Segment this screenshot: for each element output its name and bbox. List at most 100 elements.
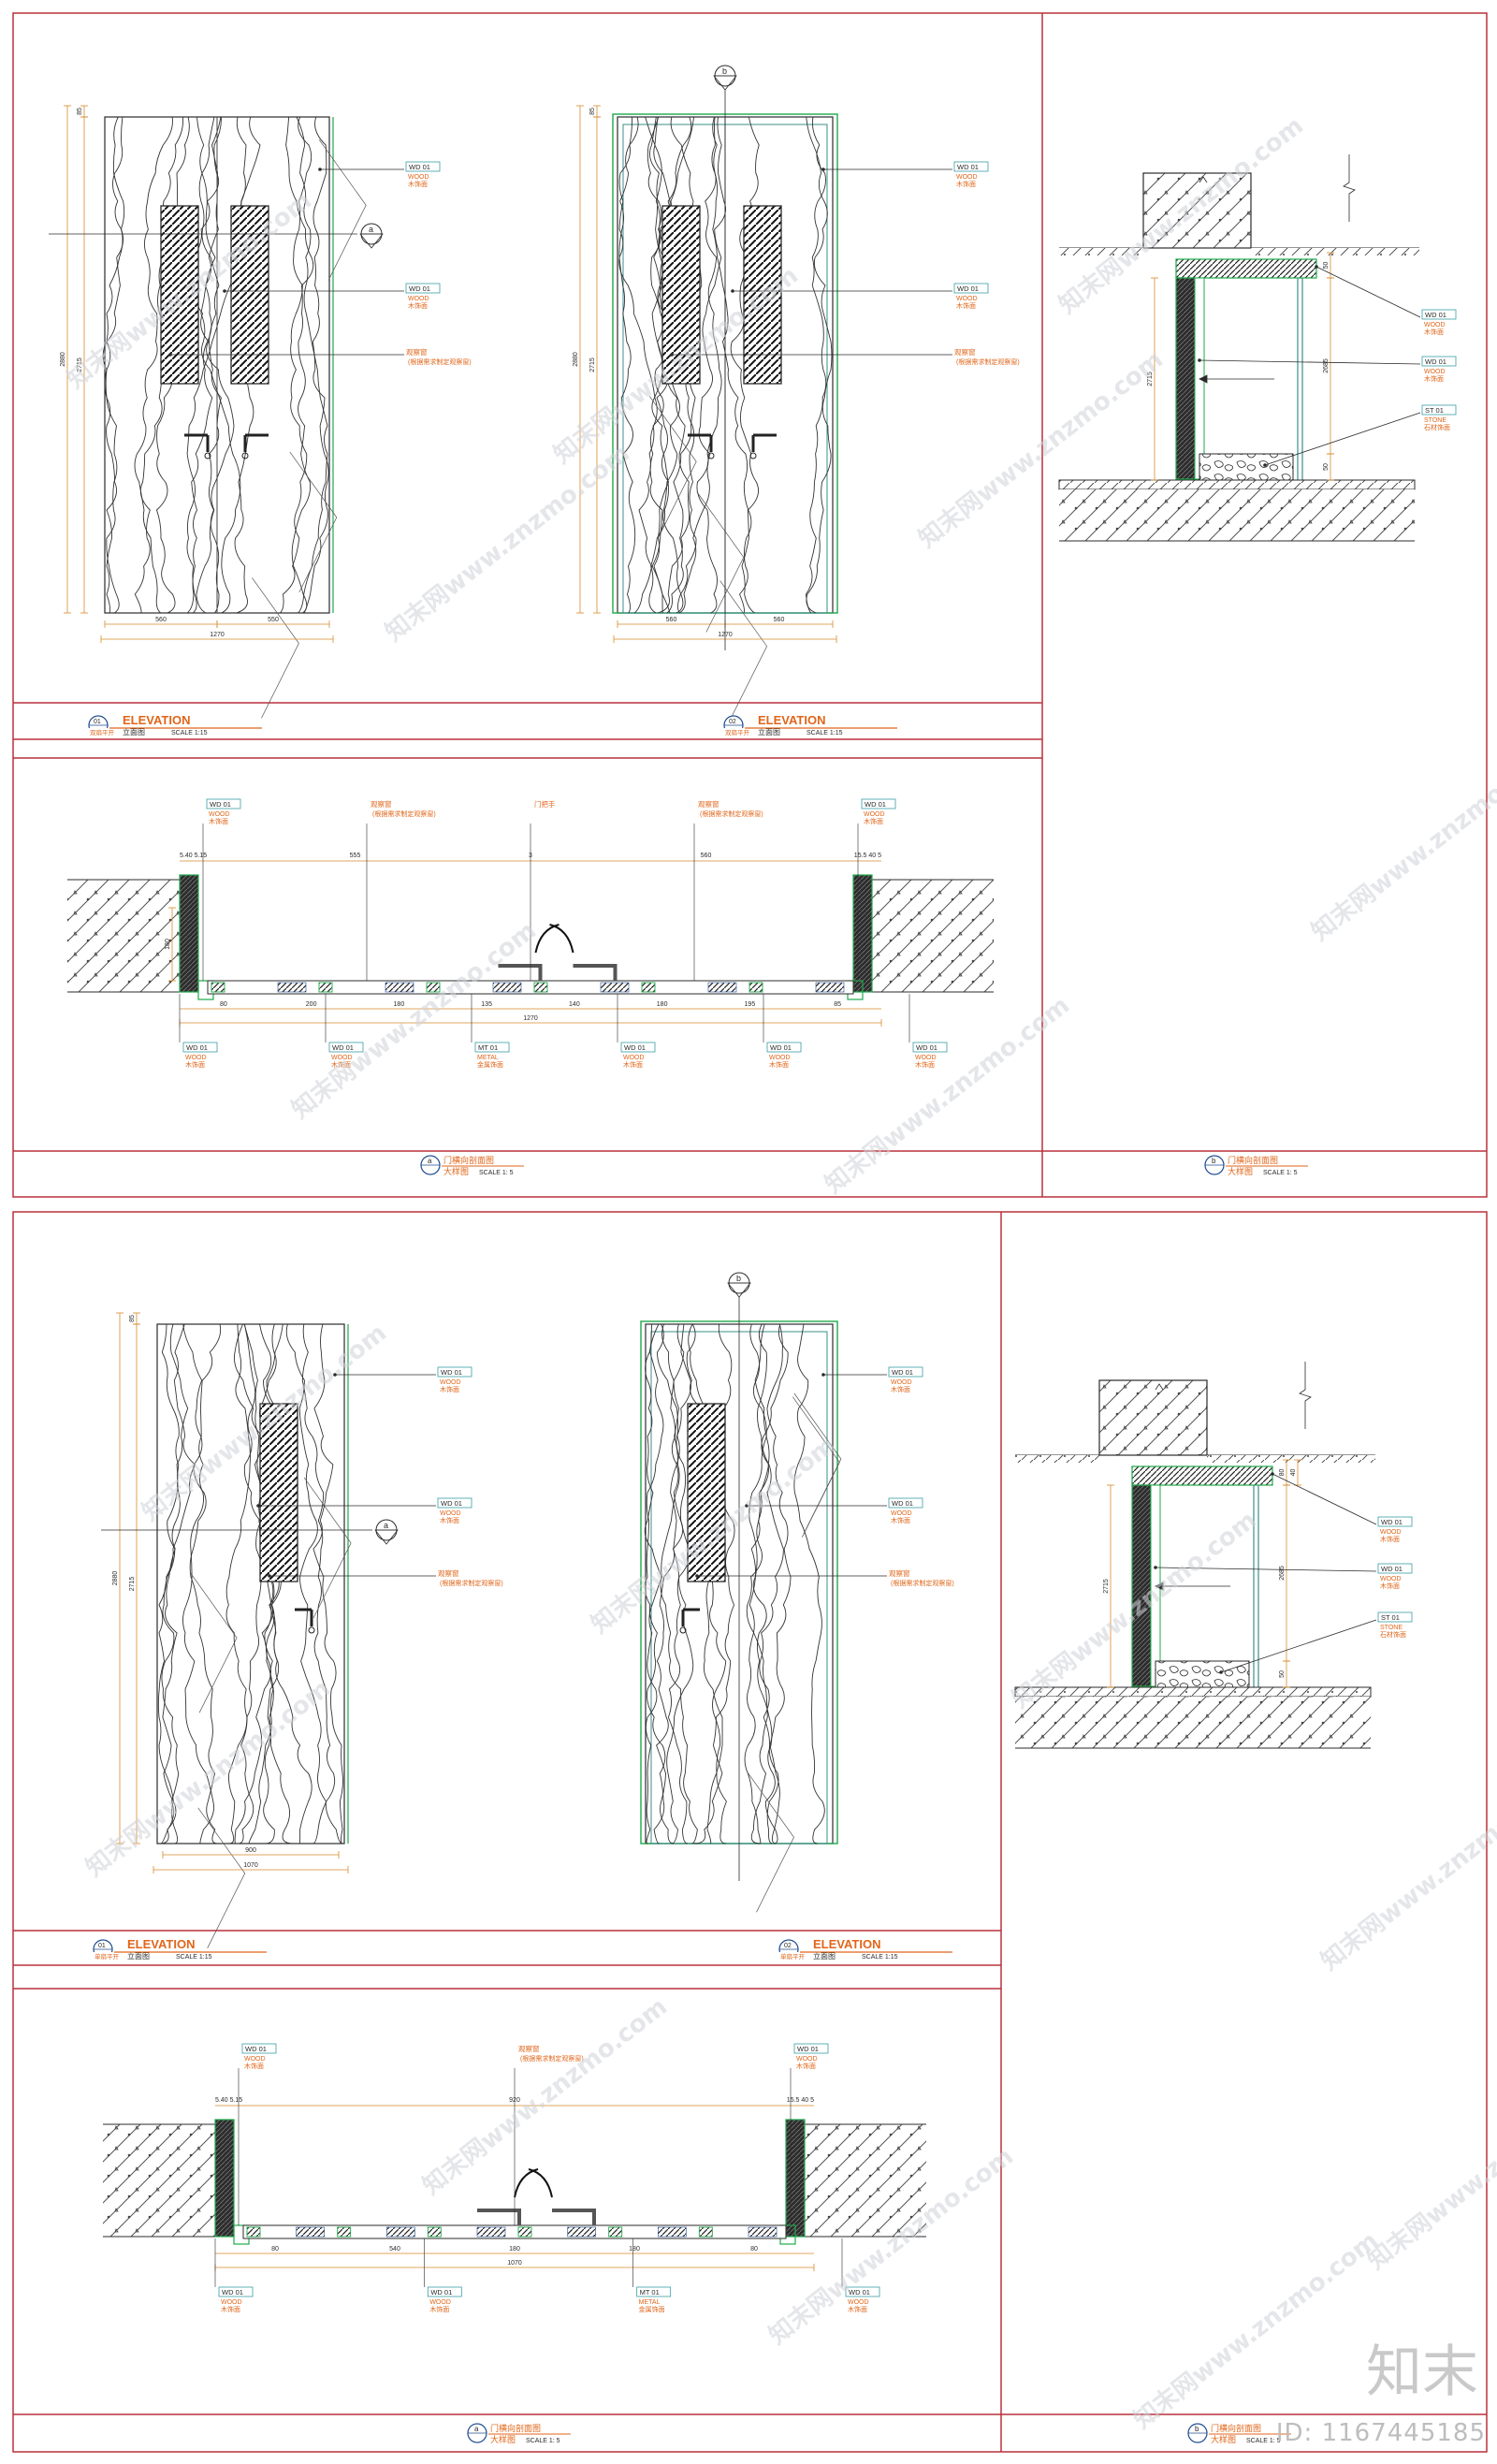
tag-cn: 金属饰面 <box>639 2305 665 2313</box>
dim-label: 50 <box>1323 262 1330 270</box>
callout-dot <box>333 1373 337 1377</box>
wood-grain-line <box>280 116 312 614</box>
tag-code: MT 01 <box>640 2288 660 2296</box>
tag-box <box>1421 356 1457 367</box>
title-cn: 立面图 <box>758 727 780 736</box>
tag-en: WOOD <box>796 2056 818 2063</box>
title-text: 门横向剖面图 <box>443 1155 494 1165</box>
tag-en: WOOD <box>440 1510 461 1517</box>
tag-en: WOOD <box>408 174 429 181</box>
wood-grain-line <box>678 116 726 614</box>
break-mark <box>1299 1362 1312 1429</box>
tag-en: WOOD <box>1380 1529 1402 1536</box>
title-scale: SCALE 1:15 <box>171 730 208 736</box>
leaf-glass-block <box>748 2226 778 2238</box>
tag-cn: 木饰面 <box>244 2062 264 2070</box>
handle-lock <box>204 452 211 459</box>
dim-label: 80 <box>271 2246 279 2253</box>
tag-box <box>1421 309 1457 320</box>
dim-label: 1070 <box>243 1862 258 1869</box>
wood-grain-line <box>285 1323 343 1844</box>
tag-cn: 木饰面 <box>209 817 228 825</box>
callout-leader <box>1155 1567 1377 1572</box>
leaf-core-block <box>698 2226 713 2238</box>
dim-label: 180 <box>394 1001 405 1008</box>
dim-label: 560 <box>701 853 712 859</box>
wood-grain-line <box>696 491 745 633</box>
wood-grain-line <box>730 116 760 614</box>
dim-label: 2880 <box>573 352 579 367</box>
tag-cn: 石材饰面 <box>1424 423 1450 431</box>
tag-code: WD 01 <box>849 2288 870 2296</box>
dim-label: 135 <box>481 1001 492 1008</box>
tag-code: WD 01 <box>210 800 231 809</box>
ceiling-finish <box>1015 1455 1099 1463</box>
wood-grain-line <box>243 1323 312 1844</box>
title-text: ELEVATION <box>758 713 825 727</box>
callout-leader <box>1264 412 1421 466</box>
image-id-label: ID: 1167445185 <box>1275 2419 1486 2447</box>
leaf-core-block <box>427 2226 442 2238</box>
dim-label: 2715 <box>1103 1579 1110 1594</box>
callout-dot <box>745 1504 748 1508</box>
door-swing <box>534 924 574 954</box>
wood-grain-line <box>793 1323 825 1844</box>
tag-code: WD 01 <box>892 1499 913 1508</box>
tag-box <box>474 1042 510 1053</box>
tag-en: WOOD <box>1424 369 1446 375</box>
tag-en: WOOD <box>408 296 429 302</box>
tag-box <box>241 2043 277 2054</box>
callout-dot <box>821 168 825 171</box>
section-marker-letter: a <box>369 225 373 234</box>
vision-panel <box>259 1403 298 1582</box>
callout-dot <box>268 1574 271 1578</box>
tag-code: WD 01 <box>409 284 430 293</box>
wood-grain-line <box>157 1323 196 1844</box>
tag-code: WD 01 <box>332 1043 354 1052</box>
tag-code: MT 01 <box>478 1043 498 1052</box>
dim-label: 180 <box>629 2246 640 2253</box>
subbadge-bg <box>89 728 113 736</box>
tag-en: WOOD <box>331 1055 353 1061</box>
subbadge-bg <box>779 1952 804 1960</box>
wood-grain-line <box>198 116 222 614</box>
break-mark <box>1343 154 1356 222</box>
dim-label: 85 <box>589 108 596 115</box>
section-arrow <box>1199 374 1274 384</box>
title-cn: 大样图 <box>1228 1166 1253 1176</box>
title-cn: 大样图 <box>490 2434 516 2444</box>
door-handle <box>243 433 269 452</box>
tag-box <box>845 2286 880 2297</box>
wood-grain-line <box>134 116 173 614</box>
wood-grain-line <box>296 116 328 614</box>
leaf-glass-block <box>815 982 845 993</box>
tag-code: 观察窗 <box>371 799 392 809</box>
tag-code: WD 01 <box>624 1043 646 1052</box>
leaf-glass-block <box>600 982 630 993</box>
tag-code: WD 01 <box>1425 357 1446 366</box>
leaf-core-block <box>211 982 225 993</box>
callout-dot <box>1271 1472 1274 1476</box>
dim-label: 560 <box>774 617 785 623</box>
vision-panel <box>160 205 199 385</box>
callout-dot <box>1315 265 1318 269</box>
leaf-glass-block <box>296 2226 325 2238</box>
tag-box <box>1377 1611 1413 1623</box>
floor-finish <box>1014 1686 1372 1698</box>
title-scale: SCALE 1: 5 <box>1263 1170 1298 1176</box>
tag-cn: 木饰面 <box>408 301 428 310</box>
tag-code: WD 01 <box>430 2288 452 2296</box>
leaf-glass-block <box>658 2226 687 2238</box>
vision-panel <box>743 205 782 385</box>
tag-cn: 木饰面 <box>891 1516 910 1524</box>
wood-grain-line <box>318 139 367 281</box>
dim-label: 550 <box>268 617 279 623</box>
tag-code: ST 01 <box>1381 1613 1400 1622</box>
tag-box <box>405 283 441 294</box>
leaf-glass-block <box>492 982 522 993</box>
title-scale: SCALE 1:15 <box>176 1954 212 1961</box>
door-handle <box>477 2209 596 2225</box>
wood-grain-line <box>648 396 697 537</box>
section-marker-letter: a <box>384 1521 388 1530</box>
tag-cn: 木饰面 <box>1380 1535 1400 1543</box>
